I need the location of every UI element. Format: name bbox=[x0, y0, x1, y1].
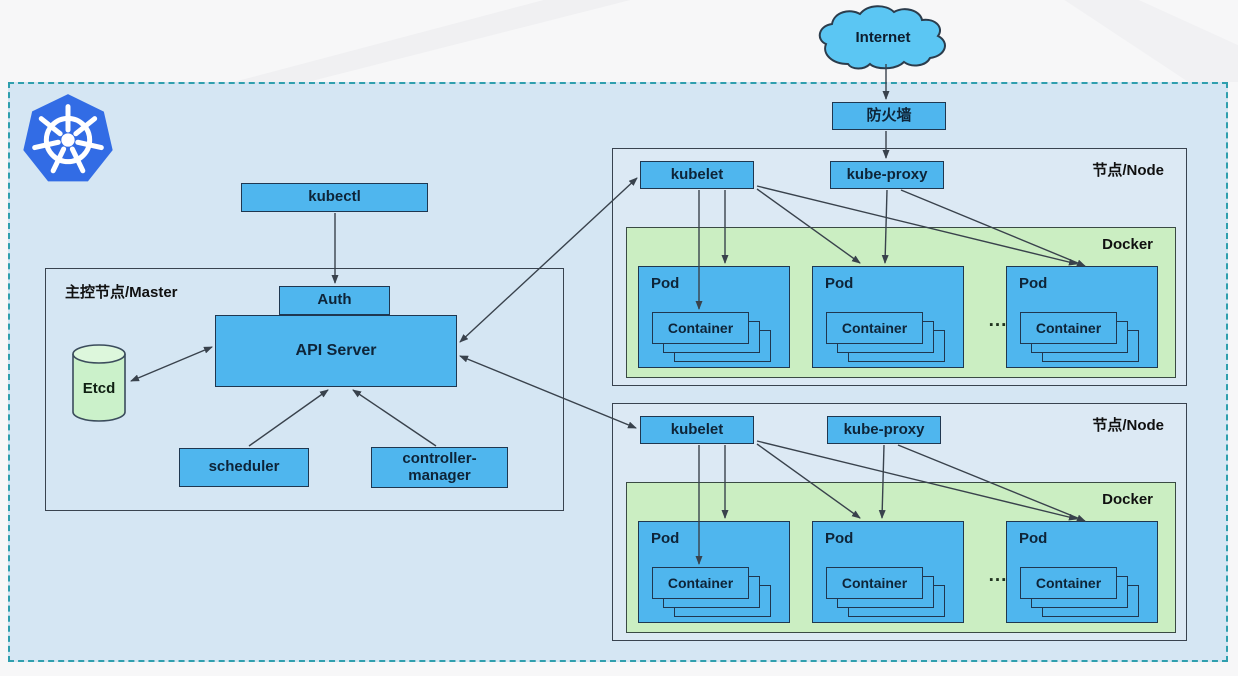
container-box: Container bbox=[826, 312, 923, 344]
node-title: 节点/Node bbox=[1092, 162, 1164, 179]
pod-box: Pod Container bbox=[638, 266, 790, 368]
cloud-shape bbox=[818, 5, 946, 70]
firewall-box: 防火墙 bbox=[832, 102, 946, 130]
docker-label: Docker bbox=[1102, 491, 1153, 508]
docker-label: Docker bbox=[1102, 236, 1153, 253]
kubectl-box: kubectl bbox=[241, 183, 428, 212]
container-box: Container bbox=[652, 312, 749, 344]
scheduler-box: scheduler bbox=[179, 448, 309, 487]
container-box: Container bbox=[1020, 312, 1117, 344]
pod-box: Pod Container bbox=[812, 521, 964, 623]
kube-proxy-box-1: kube-proxy bbox=[830, 161, 944, 189]
kubelet-box-1: kubelet bbox=[640, 161, 754, 189]
kubernetes-logo-icon bbox=[23, 94, 113, 182]
pod-label: Pod bbox=[1019, 530, 1048, 547]
container-stack: Container bbox=[813, 522, 963, 622]
pod-label: Pod bbox=[825, 530, 854, 547]
pod-label: Pod bbox=[651, 275, 680, 292]
pod-box: Pod Container bbox=[638, 521, 790, 623]
container-stack: Container bbox=[639, 522, 789, 622]
pods-ellipsis: ... bbox=[988, 565, 1008, 586]
auth-box: Auth bbox=[279, 286, 390, 315]
internet-label: Internet bbox=[855, 29, 910, 46]
pod-label: Pod bbox=[1019, 275, 1048, 292]
pod-box: Pod Container bbox=[1006, 266, 1158, 368]
pod-label: Pod bbox=[651, 530, 680, 547]
internet-cloud: Internet bbox=[818, 5, 946, 70]
etcd-cylinder: Etcd bbox=[72, 344, 126, 422]
container-box: Container bbox=[652, 567, 749, 599]
api-server-box: API Server bbox=[215, 315, 457, 387]
kube-proxy-box-2: kube-proxy bbox=[827, 416, 941, 444]
pods-ellipsis: ... bbox=[988, 310, 1008, 331]
controller-manager-box: controller-manager bbox=[371, 447, 508, 488]
container-stack: Container bbox=[1007, 267, 1157, 367]
etcd-label: Etcd bbox=[83, 380, 116, 397]
container-stack: Container bbox=[639, 267, 789, 367]
background-ribbon bbox=[233, 0, 631, 82]
pod-box: Pod Container bbox=[812, 266, 964, 368]
pod-label: Pod bbox=[825, 275, 854, 292]
background-ribbon bbox=[1064, 0, 1238, 82]
node-title: 节点/Node bbox=[1092, 417, 1164, 434]
container-box: Container bbox=[826, 567, 923, 599]
container-stack: Container bbox=[1007, 522, 1157, 622]
container-box: Container bbox=[1020, 567, 1117, 599]
container-stack: Container bbox=[813, 267, 963, 367]
pod-box: Pod Container bbox=[1006, 521, 1158, 623]
kubelet-box-2: kubelet bbox=[640, 416, 754, 444]
master-title: 主控节点/Master bbox=[65, 284, 178, 301]
